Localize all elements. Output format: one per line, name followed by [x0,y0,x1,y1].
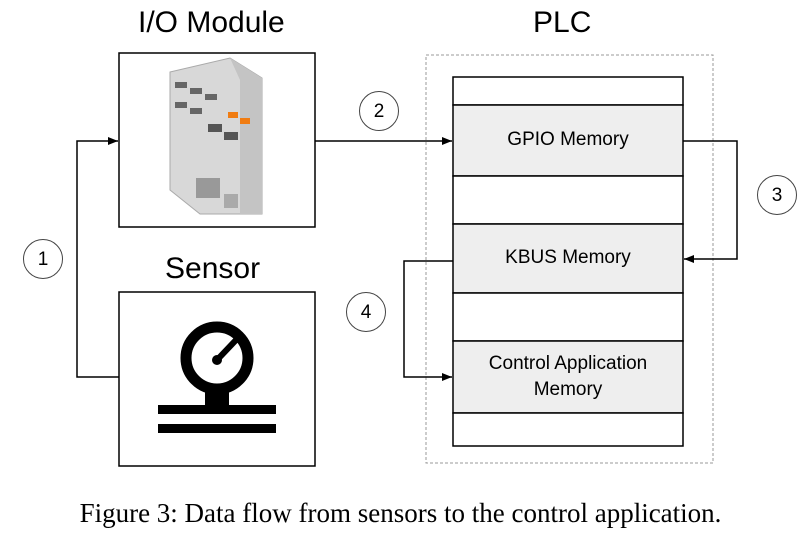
kbus-memory-label: KBUS Memory [505,247,631,268]
kbus-memory-cell [452,223,684,294]
step-badge-4: 4 [346,292,386,332]
step-badge-1: 1 [23,239,63,279]
control-memory-label: Control Application Memory [453,351,683,403]
io-module-device-image [169,57,263,215]
memory-stack [452,76,684,447]
gpio-memory-label: GPIO Memory [507,129,629,150]
flow-arrow-1 [76,137,119,378]
sensor-box [118,291,316,467]
gauge-icon [158,321,276,433]
io-module-title: I/O Module [138,6,285,39]
plc-title: PLC [533,6,592,39]
control-application-memory-cell [452,340,684,414]
step-badge-2: 2 [359,91,399,131]
control-memory-label-line2: Memory [533,379,603,400]
figure-caption: Figure 3: Data flow from sensors to the … [79,498,722,528]
flow-arrow-3 [683,140,738,263]
sensor-title: Sensor [165,252,261,285]
gpio-memory-cell [452,104,684,177]
flow-arrow-4 [403,260,453,381]
control-memory-label-line1: Control Application [488,353,648,374]
step-badge-3: 3 [757,175,797,215]
